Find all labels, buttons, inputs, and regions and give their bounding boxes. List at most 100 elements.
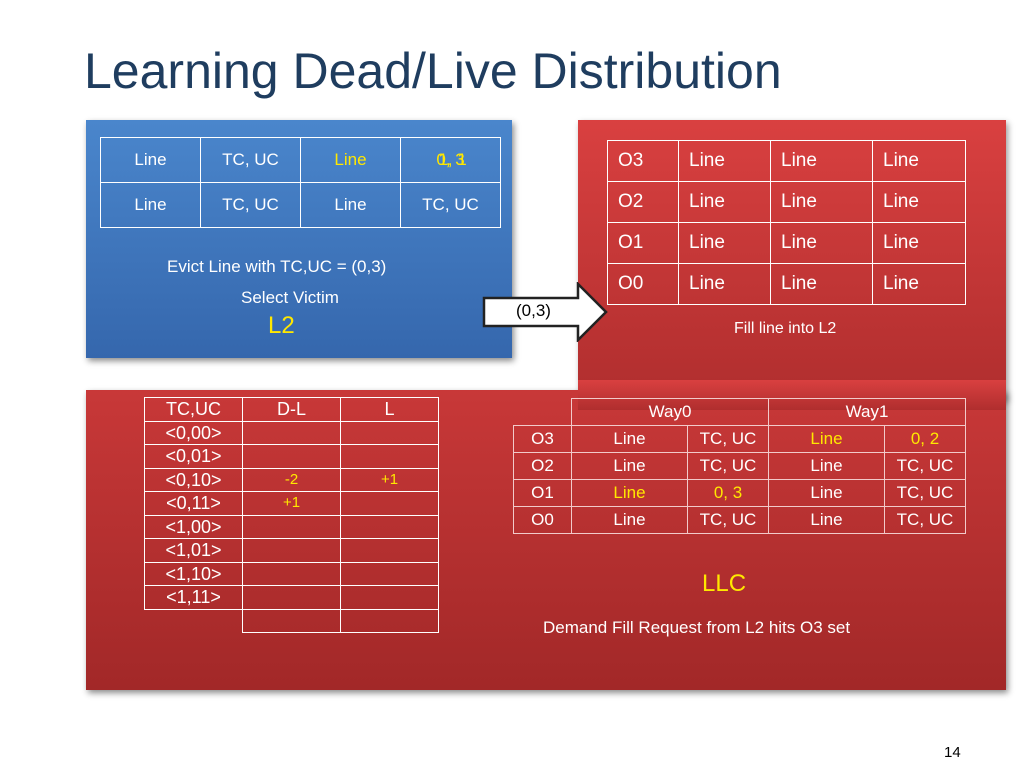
counter-key: <0,11>	[144, 491, 243, 516]
counter-row: <0,01>	[144, 444, 439, 469]
counter-key: <1,01>	[144, 538, 243, 563]
right-arrow-icon	[482, 282, 608, 342]
counter-row: <1,00>	[144, 514, 439, 539]
way-cell-highlight: 0, 3	[687, 479, 769, 507]
evict-text: Evict Line with TC,UC = (0,3)	[167, 257, 387, 276]
way-set-label: O1	[513, 479, 572, 507]
counter-dl: +1	[242, 491, 341, 516]
counter-row: <0,10> -2 +1	[144, 467, 439, 492]
llc-cell: Line	[678, 263, 771, 305]
llc-cell: Line	[770, 181, 873, 223]
way-cell: Line	[768, 479, 885, 507]
l2-label: L2	[268, 312, 295, 339]
counter-dl	[242, 585, 341, 610]
counter-l	[340, 585, 439, 610]
counter-row-empty	[144, 608, 439, 633]
l2-cell: Line	[300, 182, 401, 228]
set-label: O2	[607, 181, 679, 223]
way-corner	[513, 398, 572, 426]
counter-key: <1,10>	[144, 561, 243, 586]
way-cell-highlight: Line	[571, 479, 688, 507]
way-set-label: O2	[513, 452, 572, 480]
l2-cell: TC, UC	[200, 182, 301, 228]
way-header: Way1	[768, 398, 966, 426]
counter-key: <0,00>	[144, 420, 243, 445]
counter-dl	[242, 608, 341, 633]
counter-header: TC,UC	[144, 397, 243, 422]
l2-cell: Line	[100, 137, 201, 183]
way-header: Way0	[571, 398, 769, 426]
counter-dl	[242, 538, 341, 563]
way-cell: TC, UC	[687, 425, 769, 453]
set-label: O3	[607, 140, 679, 182]
way-header-row: Way0 Way1	[513, 398, 966, 426]
counter-header-row: TC,UC D-L L	[144, 397, 439, 422]
counter-dl	[242, 444, 341, 469]
way-cell: TC, UC	[884, 506, 966, 534]
way-row: O3 Line TC, UC Line 0, 2	[513, 425, 966, 453]
way-cell: Line	[768, 506, 885, 534]
llc-cell: Line	[770, 140, 873, 182]
way-table: Way0 Way1 O3 Line TC, UC Line 0, 2 O2 Li…	[513, 398, 966, 534]
fill-line-text: Fill line into L2	[734, 320, 837, 337]
counter-l	[340, 608, 439, 633]
l2-cell: TC, UC	[400, 182, 501, 228]
l2-cell-highlight: Line	[300, 137, 401, 183]
way-set-label: O3	[513, 425, 572, 453]
way-cell: TC, UC	[884, 452, 966, 480]
counter-l	[340, 561, 439, 586]
way-cell: Line	[571, 425, 688, 453]
counter-row: <1,10>	[144, 561, 439, 586]
counter-dl	[242, 420, 341, 445]
l2-row: Line TC, UC Line 0, 3 1, 1	[100, 137, 501, 183]
way-row: O1 Line 0, 3 Line TC, UC	[513, 479, 966, 507]
l2-set-table: Line TC, UC Line 0, 3 1, 1 Line TC, UC L…	[100, 137, 501, 228]
counter-l	[340, 444, 439, 469]
llc-label: LLC	[702, 570, 747, 597]
slide-title: Learning Dead/Live Distribution	[84, 43, 782, 99]
counter-row: <0,00>	[144, 420, 439, 445]
counter-key: <0,10>	[144, 467, 243, 492]
l2-cell-overlap: 0, 3 1, 1	[400, 137, 501, 183]
set-label: O1	[607, 222, 679, 264]
counter-row: <0,11> +1	[144, 491, 439, 516]
l2-cell-value-b: 1, 1	[438, 150, 467, 169]
way-set-label: O0	[513, 506, 572, 534]
llc-cell: Line	[872, 263, 966, 305]
way-cell: Line	[571, 506, 688, 534]
counter-key: <0,01>	[144, 444, 243, 469]
l2-cell-value-a: 0, 3	[436, 150, 465, 169]
llc-cell: Line	[872, 140, 966, 182]
llc-cell: Line	[872, 181, 966, 223]
llc-set-row: O1 Line Line Line	[607, 222, 966, 264]
counter-dl	[242, 561, 341, 586]
llc-set-row: O0 Line Line Line	[607, 263, 966, 305]
llc-cell: Line	[770, 222, 873, 264]
counter-table: TC,UC D-L L <0,00> <0,01> <0,10> -2 +1 <…	[144, 397, 439, 633]
counter-dl: -2	[242, 467, 341, 492]
counter-key: <1,00>	[144, 514, 243, 539]
counter-l	[340, 538, 439, 563]
set-label: O0	[607, 263, 679, 305]
counter-row: <1,01>	[144, 538, 439, 563]
counter-header: L	[340, 397, 439, 422]
way-cell: TC, UC	[687, 506, 769, 534]
way-cell-highlight: 0, 2	[884, 425, 966, 453]
way-row: O0 Line TC, UC Line TC, UC	[513, 506, 966, 534]
llc-cell: Line	[678, 140, 771, 182]
llc-set-table: O3 Line Line Line O2 Line Line Line O1 L…	[607, 140, 966, 305]
counter-header: D-L	[242, 397, 341, 422]
llc-cell: Line	[678, 181, 771, 223]
demand-fill-text: Demand Fill Request from L2 hits O3 set	[543, 618, 851, 637]
l2-cell: Line	[100, 182, 201, 228]
way-row: O2 Line TC, UC Line TC, UC	[513, 452, 966, 480]
counter-dl	[242, 514, 341, 539]
llc-set-row: O3 Line Line Line	[607, 140, 966, 182]
way-cell: Line	[571, 452, 688, 480]
way-cell: Line	[768, 452, 885, 480]
counter-l: +1	[340, 467, 439, 492]
select-victim-text: Select Victim	[241, 288, 339, 307]
llc-set-row: O2 Line Line Line	[607, 181, 966, 223]
counter-key	[144, 609, 243, 633]
llc-cell: Line	[770, 263, 873, 305]
